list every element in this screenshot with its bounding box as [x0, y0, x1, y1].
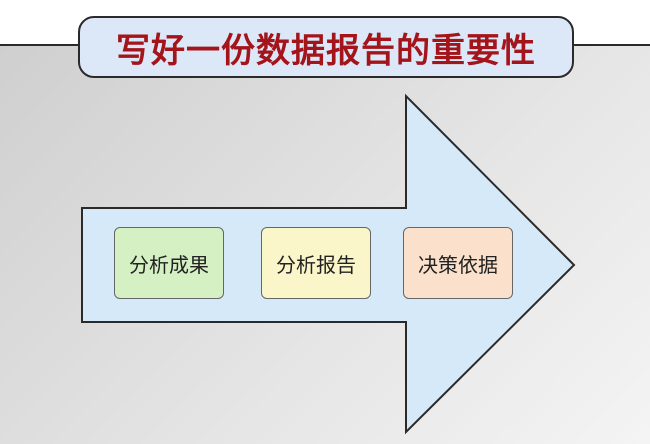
- step-box-decision-basis: 决策依据: [403, 227, 513, 299]
- title-banner: 写好一份数据报告的重要性: [78, 16, 574, 78]
- step-box-analysis-report: 分析报告: [261, 227, 371, 299]
- step-box-analysis-results: 分析成果: [114, 227, 224, 299]
- step-label: 分析成果: [129, 252, 209, 277]
- step-label: 决策依据: [418, 252, 498, 277]
- diagram-title: 写好一份数据报告的重要性: [116, 30, 536, 71]
- step-label: 分析报告: [276, 252, 356, 277]
